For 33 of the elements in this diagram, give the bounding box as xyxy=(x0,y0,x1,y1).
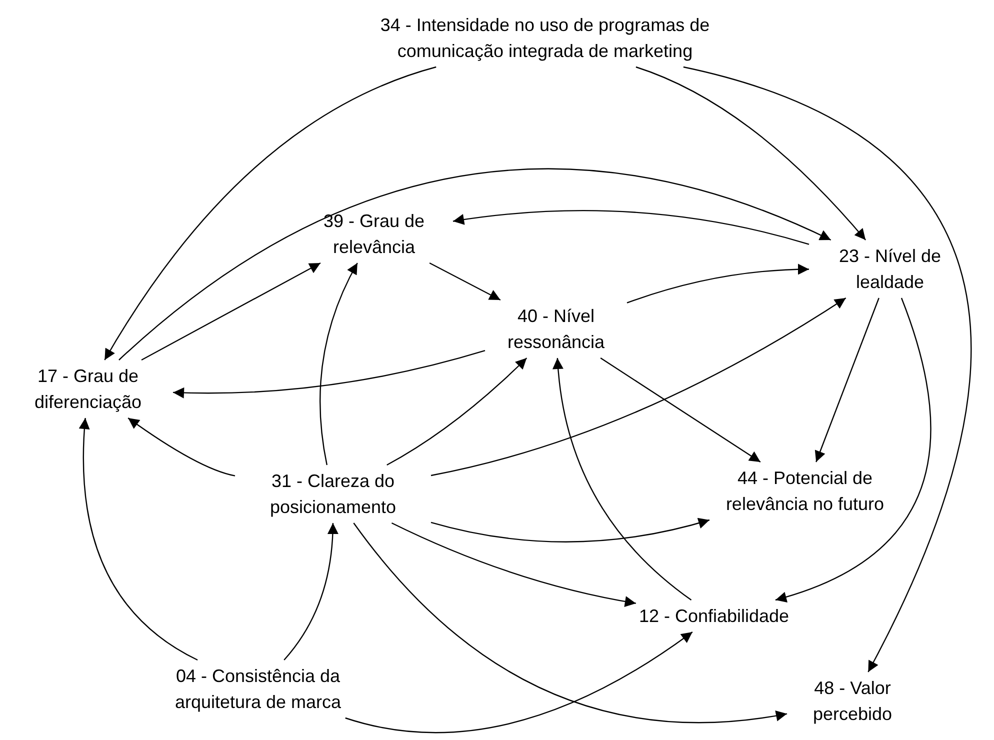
node-label: 31 - Clareza do posicionamento xyxy=(238,468,428,520)
arrow xyxy=(430,298,846,476)
arrow xyxy=(600,358,761,462)
node-label: 48 - Valor percebido xyxy=(790,675,915,727)
arrow xyxy=(104,66,436,360)
node-label: 40 - Nível ressonância xyxy=(488,303,624,355)
arrow xyxy=(814,298,880,462)
arrow xyxy=(79,418,198,661)
node-label: 04 - Consistência da arquitetura de marca xyxy=(138,663,378,715)
arrow xyxy=(391,522,636,607)
arrow xyxy=(353,522,788,724)
arrow xyxy=(683,66,971,672)
node-label: 12 - Confiabilidade xyxy=(638,603,790,629)
node-label: 23 - Nível de lealdade xyxy=(812,243,968,295)
arrow xyxy=(386,358,528,466)
arrow xyxy=(118,168,832,360)
node-label: 17 - Grau de diferenciação xyxy=(6,363,170,415)
arrow xyxy=(141,262,321,361)
arrow xyxy=(552,358,692,600)
node-label: 44 - Potencial de relevância no futuro xyxy=(700,465,910,517)
node-label: 39 - Grau de relevância xyxy=(298,208,450,260)
arrow xyxy=(429,262,501,301)
arrow xyxy=(320,262,358,466)
node-label: 34 - Intensidade no uso de programas de comunicação integrada de marketing xyxy=(325,12,765,64)
arrow xyxy=(172,350,486,398)
arrow xyxy=(626,264,810,304)
arrow xyxy=(775,298,931,602)
arrow xyxy=(636,66,866,240)
arrow xyxy=(284,522,338,660)
arrow xyxy=(452,210,810,245)
arrow xyxy=(430,518,710,542)
arrow xyxy=(345,632,693,734)
arrow xyxy=(128,418,236,476)
